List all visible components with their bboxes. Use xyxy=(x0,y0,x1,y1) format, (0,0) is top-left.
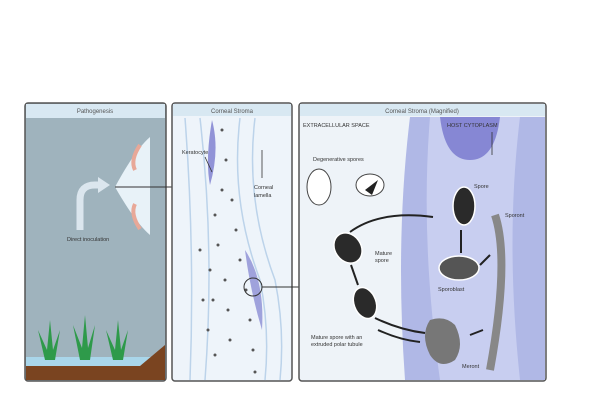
stroma-title: Corneal Stroma xyxy=(211,109,254,115)
lifecycle-arrows xyxy=(349,214,491,343)
sporont-label: Sporont xyxy=(505,213,525,219)
extruded-spore-icon xyxy=(352,286,378,320)
degenerative-label: Degenerative spores xyxy=(313,157,364,163)
pathogenesis-title: Pathogenesis xyxy=(77,109,113,115)
pathogenesis-panel: Pathogenesis Direct inoculation xyxy=(24,102,167,382)
sporoblast-icon xyxy=(438,255,480,281)
eye-cornea xyxy=(115,137,150,235)
keratocyte-cell xyxy=(207,120,216,185)
direct-inoculation-label: Direct inoculation xyxy=(67,237,109,243)
meront-label: Meront xyxy=(462,364,480,370)
degenerative-spore xyxy=(306,168,332,206)
inoculation-arrow-icon xyxy=(76,181,100,230)
host-label: HOST CYTOPLASM xyxy=(447,123,498,129)
extracellular-label: EXTRACELLULAR SPACE xyxy=(303,123,370,129)
soil xyxy=(26,345,165,380)
lamella-label: Corneal xyxy=(254,185,273,191)
spore-label: Spore xyxy=(474,184,489,190)
sporont-icon xyxy=(486,213,506,371)
magnified-panel: Corneal Stroma (Magnified) EXTRACELLULAR… xyxy=(298,102,547,382)
plants-icon xyxy=(38,315,128,360)
mature-spore-label: Mature xyxy=(375,251,392,257)
spore-icon xyxy=(452,186,476,226)
keratocyte-label: Keratocyte xyxy=(182,150,208,156)
sporoblast-label: Sporoblast xyxy=(438,287,465,293)
corneal-stroma-panel: Corneal Stroma Keratocyte Corneal lamell… xyxy=(171,102,293,382)
extruded-label: Mature spore with an xyxy=(311,335,362,341)
extruded-label-2: extruded polar tubule xyxy=(311,342,363,348)
meront-icon xyxy=(425,318,460,364)
mature-spore-icon xyxy=(333,232,363,264)
spore-clusters xyxy=(198,128,257,374)
mature-spore-label-2: spore xyxy=(375,258,389,264)
lamella-label-2: lamella xyxy=(254,193,272,199)
magnified-title: Corneal Stroma (Magnified) xyxy=(385,109,459,115)
